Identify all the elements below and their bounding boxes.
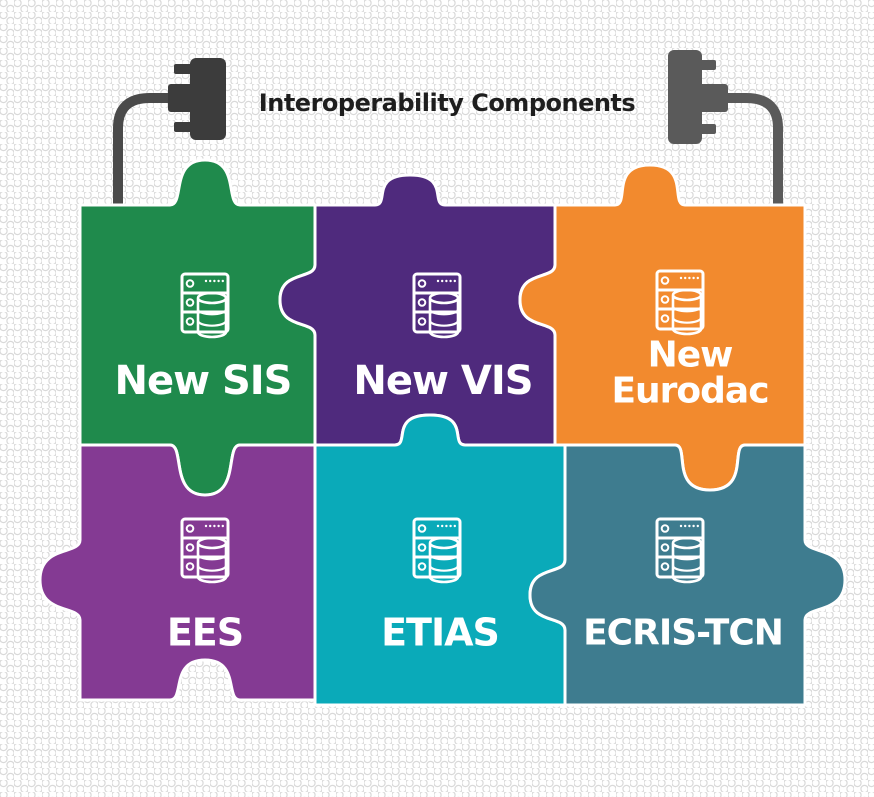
piece-label-new-vis: New VIS [353,358,532,404]
database-server-icon [180,517,230,584]
database-server-icon [180,272,230,339]
diagram-title: Interoperability Components [259,89,636,117]
database-server-icon [655,269,705,336]
puzzle-piece-new-vis: New VIS [278,173,557,447]
right-cable [719,93,783,220]
piece-label-new-eurodac-2: Eurodac [611,371,768,412]
left-plug-icon [168,58,226,140]
left-cable [113,93,177,220]
piece-label-new-sis: New SIS [115,358,292,404]
puzzle-piece-ees: EES [38,443,317,702]
right-plug-icon [668,50,728,144]
puzzle-piece-shape [38,443,317,702]
piece-label-etias: ETIAS [381,610,499,654]
piece-label-ecris-tcn: ECRIS-TCN [583,613,783,654]
puzzle-piece-ecris-tcn: ECRIS-TCN [528,443,847,707]
puzzle-piece-new-sis: New SIS [78,158,317,497]
puzzle-piece-shape [278,173,557,447]
database-server-icon [412,272,462,339]
database-server-icon [412,517,462,584]
puzzle-piece-etias: ETIAS [313,413,567,707]
piece-label-new-eurodac-1: New [648,335,734,376]
database-server-icon [655,517,705,584]
puzzle-piece-shape [528,443,847,707]
piece-label-ees: EES [167,610,243,654]
